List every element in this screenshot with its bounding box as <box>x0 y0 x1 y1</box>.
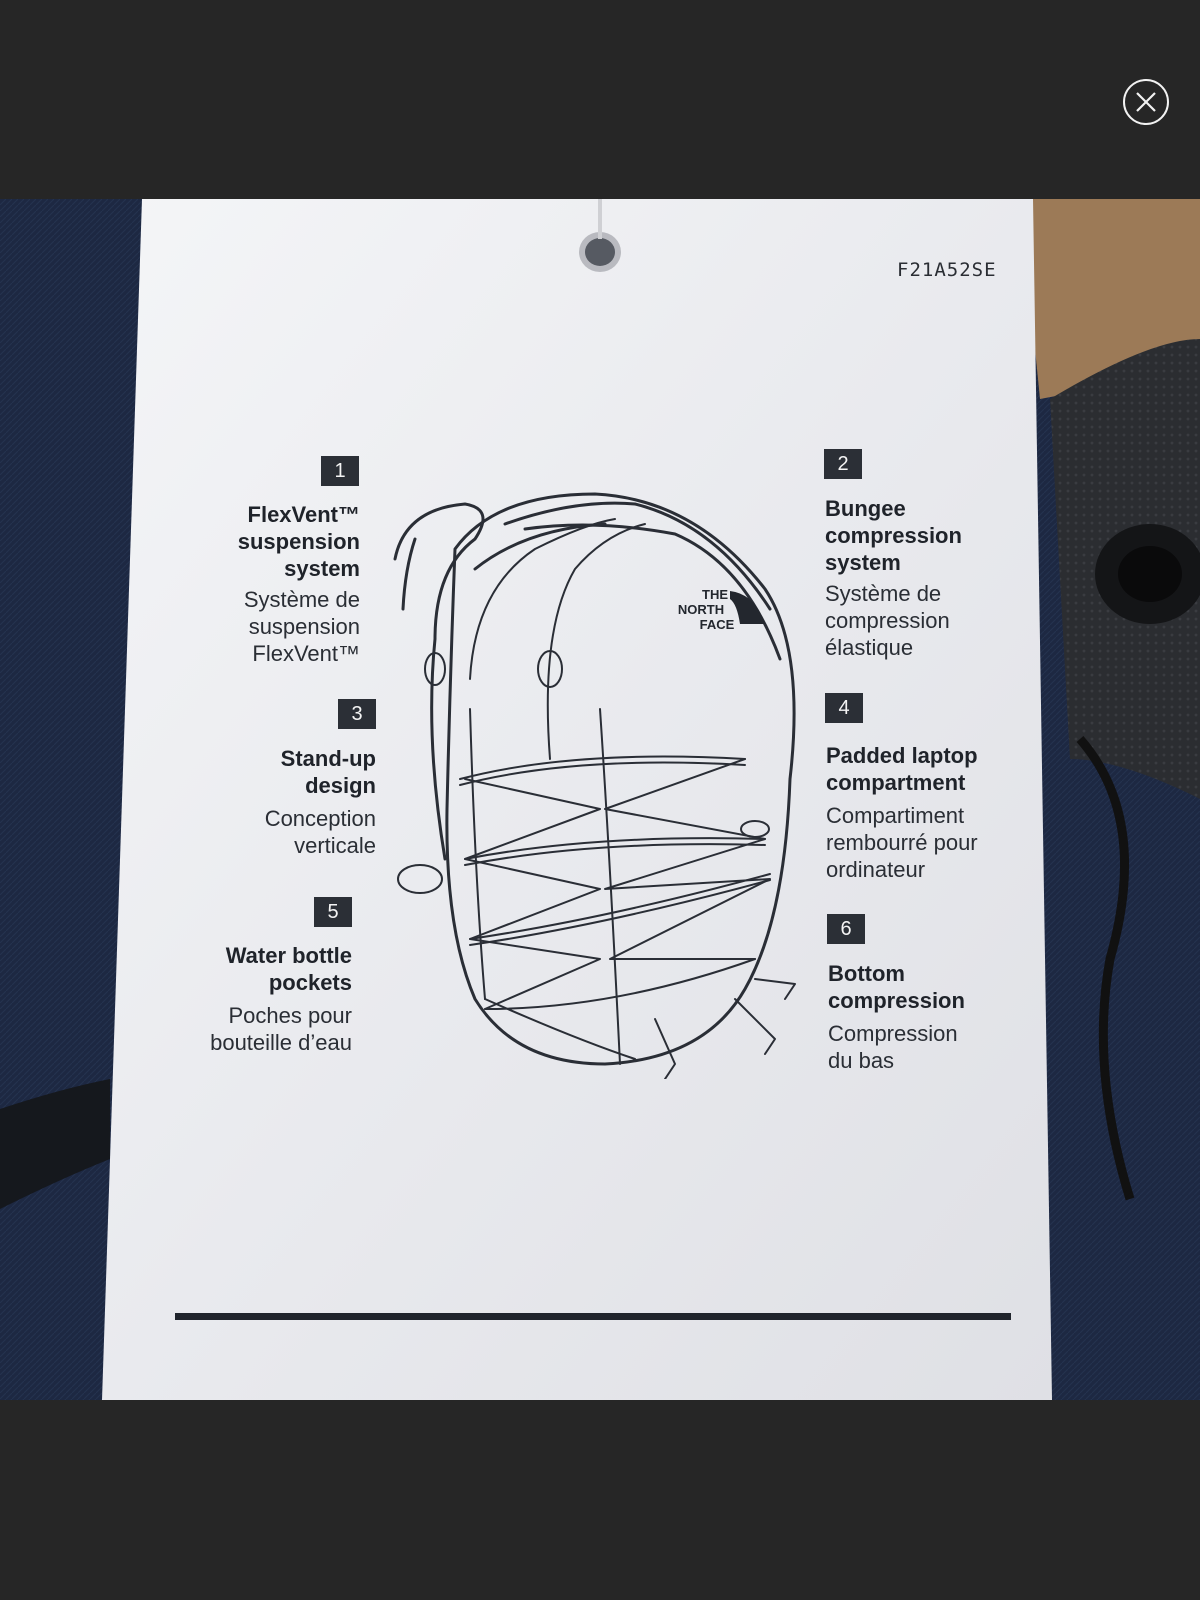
feature-2-fr-line-1: Système de <box>825 581 942 606</box>
feature-4: Padded laptop compartment Compartiment r… <box>826 742 1086 883</box>
feature-2-title-line-2: compression <box>825 523 962 548</box>
feature-1-fr-line-3: FlexVent™ <box>252 641 360 666</box>
feature-2-title-line-1: Bungee <box>825 496 906 521</box>
feature-3-title-line-1: Stand-up <box>280 746 376 771</box>
feature-1-number: 1 <box>321 456 359 486</box>
feature-5-title-line-2: pockets <box>268 970 352 995</box>
backpack-illustration: THE NORTH FACE <box>393 492 796 1079</box>
feature-4-fr-line-3: ordinateur <box>826 857 926 882</box>
feature-5-fr-line-2: bouteille d’eau <box>210 1030 352 1055</box>
feature-3-title-line-2: design <box>305 773 376 798</box>
feature-2-fr-line-3: élastique <box>825 635 914 660</box>
feature-4-fr-line-2: rembourré pour <box>826 830 978 855</box>
feature-4-title-line-1: Padded laptop <box>826 743 978 768</box>
feature-6-number: 6 <box>827 914 865 944</box>
feature-5-number: 5 <box>314 897 352 927</box>
feature-3-fr-line-2: verticale <box>294 833 376 858</box>
feature-2-number: 2 <box>824 449 862 479</box>
feature-6-title-line-2: compression <box>828 988 965 1013</box>
feature-3-fr-line-1: Conception <box>264 806 376 831</box>
feature-2-fr-line-2: compression <box>825 608 950 633</box>
photo-background <box>0 199 1200 1400</box>
feature-6: Bottom compression Compression du bas <box>828 960 1088 1074</box>
feature-1-title-line-1: FlexVent™ <box>247 502 360 527</box>
feature-3: Stand-up design Conception verticale <box>116 745 376 859</box>
feature-6-fr-line-2: du bas <box>828 1048 895 1073</box>
feature-1-fr-line-2: suspension <box>248 614 360 639</box>
feature-1-title-line-3: system <box>284 556 360 581</box>
product-tag: F21A52SE <box>0 199 1200 1400</box>
feature-4-fr-line-1: Compartiment <box>826 803 965 828</box>
brand-logo-line-2: NORTH <box>678 602 724 617</box>
product-code: F21A52SE <box>897 259 997 281</box>
feature-2-title-line-3: system <box>825 550 901 575</box>
divider-rule <box>175 1313 1011 1320</box>
feature-6-title-line-1: Bottom <box>828 961 905 986</box>
brand-logo-line-3: FACE <box>700 617 735 632</box>
feature-6-fr-line-1: Compression <box>828 1021 958 1046</box>
product-photo: F21A52SE <box>0 199 1200 1400</box>
feature-5-fr-line-1: Poches pour <box>228 1003 352 1028</box>
close-button[interactable] <box>1123 79 1169 125</box>
feature-1-title-line-2: suspension <box>237 529 360 554</box>
close-icon <box>1136 92 1156 112</box>
brand-logo: THE NORTH FACE <box>678 587 765 632</box>
feature-1: FlexVent™ suspension system Système de s… <box>100 501 360 667</box>
feature-4-title-line-2: compartment <box>826 770 966 795</box>
feature-2: Bungee compression system Système de com… <box>825 495 1085 661</box>
brand-logo-line-1: THE <box>702 587 728 602</box>
feature-4-number: 4 <box>825 693 863 723</box>
feature-5: Water bottle pockets Poches pour bouteil… <box>92 942 352 1056</box>
feature-1-fr-line-1: Système de <box>243 587 360 612</box>
feature-5-title-line-1: Water bottle <box>225 943 352 968</box>
feature-3-number: 3 <box>338 699 376 729</box>
